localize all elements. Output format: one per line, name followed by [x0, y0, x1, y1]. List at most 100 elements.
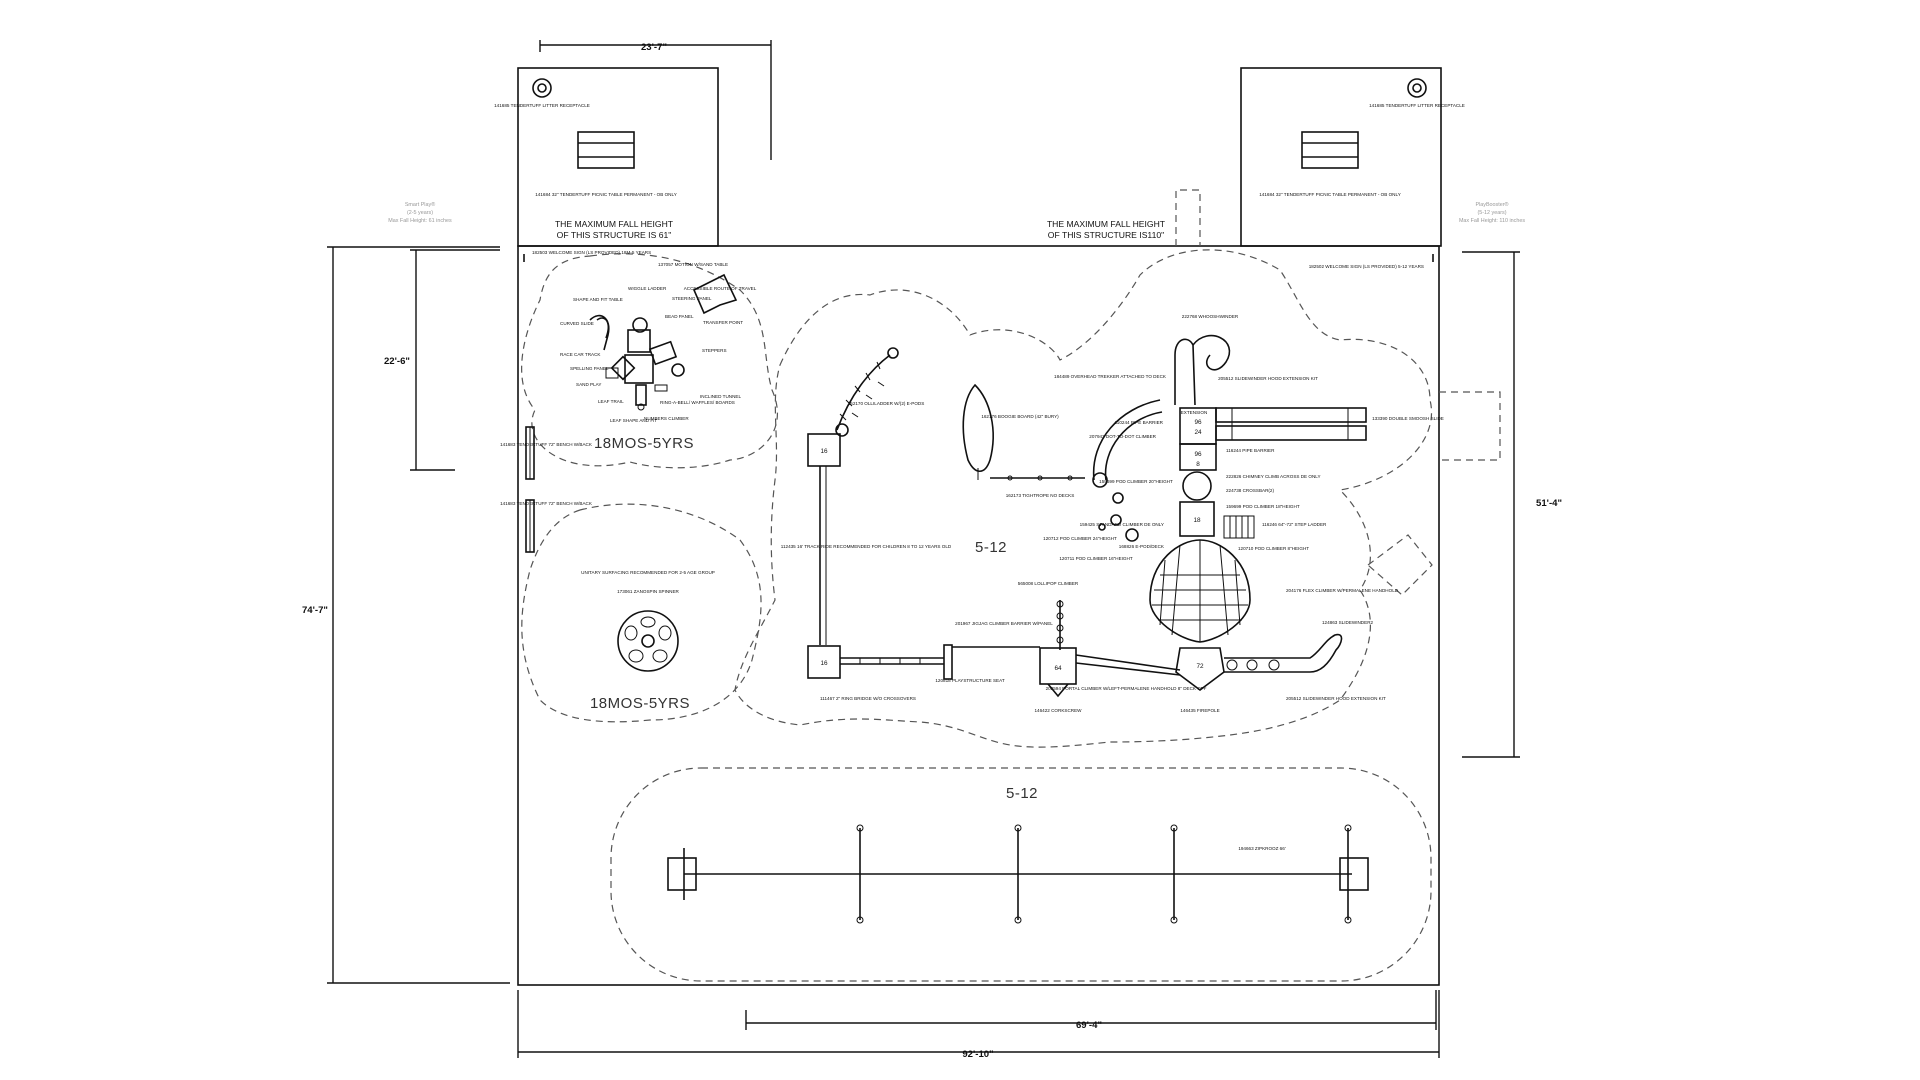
- label-firepole: 146435 FIREPOLE: [1180, 708, 1219, 713]
- deck-18-label: 18: [1193, 517, 1201, 524]
- pod-climber: [1112, 492, 1124, 504]
- fall-height-left-2: OF THIS STRUCTURE IS 61": [557, 230, 672, 240]
- label-ring-bridge: 111467 2" RING BRIDGE W/O CROSSOVERS: [820, 696, 916, 701]
- label-play-seat: 120818 PLAYSTRUCTURE SEAT: [935, 678, 1004, 683]
- label-steppers: STEPPERS: [702, 348, 727, 353]
- label-inclined-tunnel: INCLINED TUNNEL: [700, 394, 741, 399]
- dimension-left-total: 74'-7": [302, 246, 510, 984]
- deck-64-label: 64: [1054, 665, 1062, 672]
- label-step-ladder: 116246 64"-72" STEP LADDER: [1262, 522, 1327, 527]
- deck-96-8: [1179, 443, 1217, 471]
- dimension-bottom-inner: 69'-4": [745, 990, 1437, 1031]
- dim-right-label: 51'-4": [1536, 498, 1562, 509]
- whooshwinder: [1174, 334, 1231, 406]
- table-label-right: 141684 32" TENDERTUFF PICNIC TABLE PERMA…: [1259, 192, 1401, 197]
- label-track-ride: 112435 16' TRACK RIDE RECOMMENDED FOR CH…: [781, 544, 952, 549]
- step-ladder: [1223, 515, 1255, 539]
- use-zone-main: [734, 249, 1433, 748]
- label-chimney: 222826 CHIMNEY CLIMB ACROSS DE ONLY: [1226, 474, 1321, 479]
- litter-receptacle-icon: [532, 78, 552, 98]
- deck-18: [1179, 501, 1215, 537]
- label-slide-ext-2: 205512 SLIDEWINDER HOOD EXTENSION KIT: [1286, 696, 1386, 701]
- corkscrew: [1047, 683, 1069, 698]
- use-zone-zipline: [610, 767, 1432, 982]
- overhead-trekker: [1092, 399, 1161, 481]
- label-pod-16: 120711 POD CLIMBER 16"HEIGHT: [1059, 556, 1132, 561]
- label-jigjag: 201967 JIGJAG CLIMBER BARRIER W/PANEL: [955, 621, 1053, 626]
- flex-climber-net: [1149, 539, 1251, 643]
- overhang-top: [1175, 189, 1201, 246]
- dimension-left-upper: 22'-6": [384, 249, 500, 471]
- label-numbers-climber: NUMBERS CLIMBER: [644, 416, 689, 421]
- label-crossbar: 224738 CROSSBAR(2): [1226, 488, 1274, 493]
- label-pod-20: 159699 POD CLIMBER 20"HEIGHT: [1099, 479, 1173, 484]
- sign-label-left: 182503 WELCOME SIGN (LS PROVIDED) 18M-5 …: [532, 250, 651, 255]
- label-flex-climber: 204176 FLEX CLIMBER W/PERMALENE HANDHOLD: [1286, 588, 1399, 593]
- label-steering-panel: STEERING PANEL: [672, 296, 712, 301]
- label-dot-climber: 207943 DOT-TO-DOT CLIMBER: [1089, 434, 1156, 439]
- deck-24-label: 24: [1194, 429, 1202, 436]
- label-pod-18: 159699 POD CLIMBER 18"HEIGHT: [1226, 504, 1300, 509]
- fall-height-right-1: THE MAXIMUM FALL HEIGHT: [1047, 219, 1166, 229]
- sign-label-right: 182502 WELCOME SIGN (LS PROVIDED) 5-12 Y…: [1309, 264, 1424, 269]
- dim-top-label: 23'-7": [641, 42, 667, 53]
- label-curved-slide: CURVED SLIDE: [560, 321, 594, 326]
- slidewinder: [1224, 633, 1343, 673]
- label-overhead: 184489 OVERHEAD TREKKER ATTACHED TO DECK: [1054, 374, 1167, 379]
- picnic-table-icon: [577, 131, 635, 169]
- deck-16a: [807, 433, 841, 467]
- label-pod-8: 120710 POD CLIMBER 8"HEIGHT: [1238, 546, 1309, 551]
- litter-label-left: 141685 TENDERTUFF LITTER RECEPTACLE: [494, 103, 590, 108]
- lollipop-climber: [1056, 600, 1064, 650]
- deck-96b-label: 96: [1194, 451, 1202, 458]
- toddler-structure: [589, 314, 685, 411]
- age-label-bl: 18MOS-5YRS: [590, 695, 690, 712]
- bench-label-1: 141683 TENDERTUFF 72" BENCH W/BACK: [500, 442, 593, 447]
- label-ring-a-bell: RING-A-BELL/ WAFFLES/ BOARDS: [660, 400, 735, 405]
- bench-icon: [525, 426, 535, 480]
- side-note-left-1: Smart Play®: [405, 201, 435, 208]
- label-bead-panel: BEAD PANEL: [665, 314, 694, 319]
- pod-climber: [1110, 514, 1122, 526]
- label-pod-24: 120712 POD CLIMBER 24"HEIGHT: [1043, 536, 1117, 541]
- label-epos-deck: 168826 E-POD/DECK: [1119, 544, 1165, 549]
- label-tightrope: 162173 TIGHTROPE NO DECKS: [1006, 493, 1075, 498]
- chimney-climb: [1182, 471, 1212, 501]
- label-extension: EXTENSION: [1181, 410, 1208, 415]
- label-pipe-barrier-2: 116244 PIPE BARRIER: [1226, 448, 1275, 453]
- use-zone-tl: [521, 253, 778, 469]
- label-boogie-board: 162176 BOOGIE BOARD (42" BURY): [981, 414, 1059, 419]
- spinner-icon: [617, 610, 679, 672]
- bench-icon: [525, 499, 535, 553]
- deck-72: [1175, 647, 1225, 691]
- zipline-icon: [667, 824, 1369, 924]
- side-note-right-2: (5-12 years): [1477, 210, 1506, 216]
- deck-16b-label: 16: [820, 660, 828, 667]
- overhang-right: [1439, 391, 1501, 461]
- accessible-route-label: ACCESSIBLE ROUTE OF TRAVEL: [684, 286, 757, 291]
- deck-96-label: 96: [1194, 419, 1202, 426]
- site-boundary: [517, 245, 1440, 986]
- label-standard-climber: 159425 STANDARD CLIMBER DE ONLY: [1080, 522, 1164, 527]
- picnic-table-icon: [1301, 131, 1359, 169]
- overhang-diagonal: [1367, 534, 1433, 596]
- deck-16a-label: 16: [820, 448, 828, 455]
- dim-left-upper-label: 22'-6": [384, 356, 410, 367]
- label-transfer-point: TRANSFER POINT: [703, 320, 743, 325]
- label-slidewinder: 124863 SLIDEWINDER2: [1322, 620, 1374, 625]
- side-note-left-2: (2-5 years): [407, 210, 433, 216]
- label-race-car: RACE CAR TRACK: [560, 352, 601, 357]
- label-spelling-panel: SPELLING PANEL: [570, 366, 609, 371]
- label-portal-climber: 202594 PORTAL CLIMBER W/LEFT-PERMALENE H…: [1046, 686, 1207, 691]
- label-olliladder: 152170 OLLILADDER W/(2) E-PODS: [848, 401, 925, 406]
- boogie-board: [962, 383, 994, 480]
- accessible-route-arrow-icon: [692, 273, 738, 315]
- label-leaf-shape: LEAF SHAPE AND FIT: [610, 418, 657, 423]
- label-sand-play: SAND PLAY: [576, 382, 601, 387]
- side-note-left-3: Max Fall Height: 61 inches: [388, 218, 452, 224]
- label-double-slide: 133390 DOUBLE SMOOSH SLIDE: [1372, 416, 1444, 421]
- label-pipe-barrier-1: 110244 PIPE BARRIER: [1115, 420, 1164, 425]
- label-motion-table: 137057 MOTION W/SAND TABLE: [658, 262, 728, 267]
- pod-climber: [1098, 523, 1106, 531]
